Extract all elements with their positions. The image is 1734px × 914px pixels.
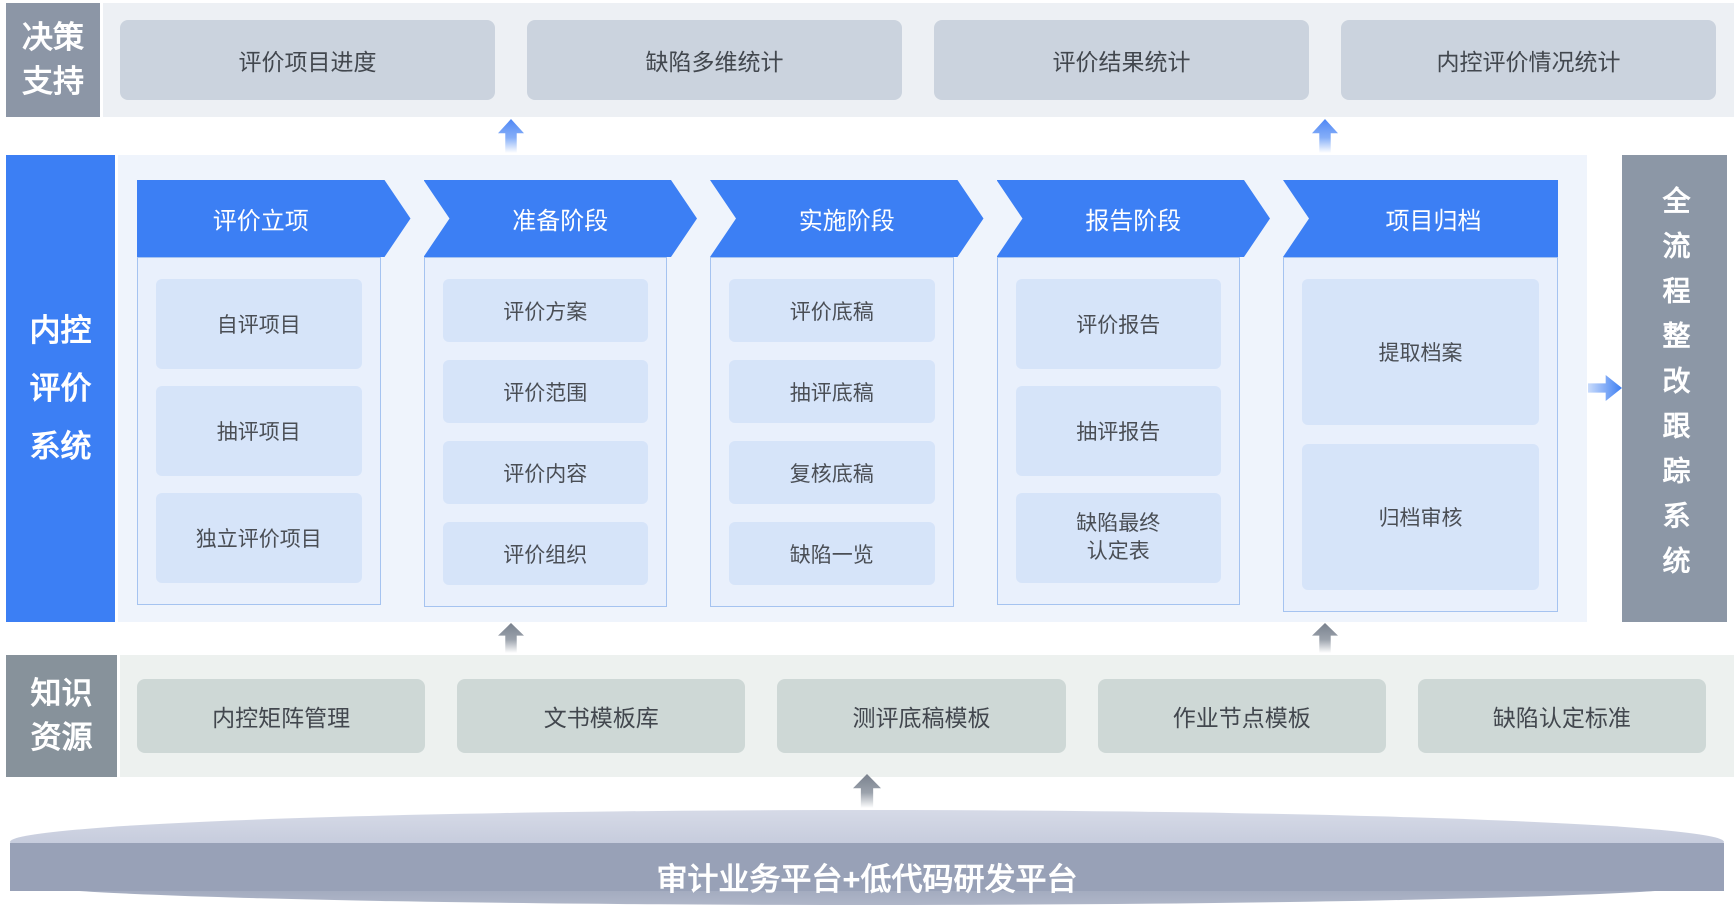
process-flow-panel: 评价立项 自评项目抽评项目独立评价项目 准备阶段 评价方案评价范围评价内容评价组… bbox=[118, 155, 1587, 622]
stage-item-box: 抽评底稿 bbox=[729, 360, 935, 423]
up-arrow-blue-icon bbox=[498, 119, 524, 153]
up-arrow-gray-icon bbox=[853, 774, 881, 808]
up-arrow-blue-icon bbox=[1312, 119, 1338, 153]
decision-support-box: 内控评价情况统计 bbox=[1341, 20, 1716, 100]
decision-support-label: 决策支持 bbox=[6, 3, 100, 117]
stage-column-preparation: 准备阶段 评价方案评价范围评价内容评价组织 bbox=[423, 180, 668, 607]
right-arrow-blue-icon bbox=[1588, 375, 1622, 401]
stage-item-box: 缺陷一览 bbox=[729, 522, 935, 585]
stage-item-box: 评价组织 bbox=[442, 522, 648, 585]
label-line: 缺陷最终 bbox=[1076, 512, 1161, 535]
stage-items: 提取档案归档审核 bbox=[1283, 257, 1558, 612]
stage-items: 评价方案评价范围评价内容评价组织 bbox=[423, 257, 667, 607]
stage-item-box: 抽评报告 bbox=[1015, 386, 1221, 476]
stage-item-box: 抽评项目 bbox=[156, 386, 362, 476]
platform-label: 审计业务平台+低代码研发平台 bbox=[656, 862, 1078, 897]
stage-item-box: 评价报告 bbox=[1015, 279, 1221, 369]
stage-items: 评价报告抽评报告缺陷最终认定表 bbox=[996, 257, 1240, 605]
stage-item-box: 评价底稿 bbox=[729, 279, 935, 342]
stage-item-box: 缺陷最终认定表 bbox=[1015, 493, 1221, 583]
stage-column-implementation: 实施阶段 评价底稿抽评底稿复核底稿缺陷一览 bbox=[710, 180, 954, 607]
knowledge-resources-label: 知识资源 bbox=[6, 655, 117, 777]
stage-header-archiving: 项目归档 bbox=[1283, 180, 1558, 257]
decision-support-band: 评价项目进度缺陷多维统计评价结果统计内控评价情况统计 bbox=[103, 3, 1734, 117]
stage-item-box: 评价范围 bbox=[442, 360, 648, 423]
stage-item-box: 复核底稿 bbox=[729, 441, 935, 504]
label-line: 资源 bbox=[30, 720, 93, 755]
knowledge-box: 作业节点模板 bbox=[1097, 679, 1386, 753]
knowledge-box: 内控矩阵管理 bbox=[137, 679, 426, 753]
decision-support-box: 评价项目进度 bbox=[120, 20, 495, 100]
stage-item-box: 自评项目 bbox=[156, 279, 362, 369]
label-line: 认定表 bbox=[1086, 540, 1150, 563]
up-arrow-gray-icon bbox=[1312, 623, 1338, 653]
label-line: 支持 bbox=[22, 64, 84, 99]
label-line: 知识 bbox=[30, 676, 93, 711]
knowledge-resources-band: 内控矩阵管理文书模板库测评底稿模板作业节点模板缺陷认定标准 bbox=[120, 655, 1734, 777]
decision-support-box: 评价结果统计 bbox=[934, 20, 1309, 100]
stage-items: 评价底稿抽评底稿复核底稿缺陷一览 bbox=[710, 257, 954, 607]
stage-item-box: 归档审核 bbox=[1302, 444, 1539, 590]
knowledge-box: 文书模板库 bbox=[457, 679, 746, 753]
label-line: 内控 bbox=[29, 312, 92, 348]
label-line: 系统 bbox=[29, 428, 92, 464]
label-line: 评价 bbox=[29, 370, 92, 406]
stage-item-box: 提取档案 bbox=[1302, 279, 1539, 425]
knowledge-box: 测评底稿模板 bbox=[777, 679, 1066, 753]
stage-items: 自评项目抽评项目独立评价项目 bbox=[137, 257, 381, 605]
stage-header-implementation: 实施阶段 bbox=[710, 180, 984, 257]
internal-control-system-label: 内控评价系统 bbox=[6, 155, 115, 622]
stage-item-box: 独立评价项目 bbox=[156, 493, 362, 583]
decision-support-box: 缺陷多维统计 bbox=[527, 20, 902, 100]
cylinder-body bbox=[10, 843, 1724, 891]
stage-column-reporting: 报告阶段 评价报告抽评报告缺陷最终认定表 bbox=[996, 180, 1241, 605]
rectification-tracking-panel: 全流程整改跟踪系统 bbox=[1622, 155, 1727, 622]
stage-columns: 评价立项 自评项目抽评项目独立评价项目 准备阶段 评价方案评价范围评价内容评价组… bbox=[137, 180, 1558, 612]
stage-column-initiation: 评价立项 自评项目抽评项目独立评价项目 bbox=[137, 180, 381, 605]
stage-header-reporting: 报告阶段 bbox=[997, 180, 1271, 257]
stage-header-preparation: 准备阶段 bbox=[424, 180, 698, 257]
stage-item-box: 评价方案 bbox=[442, 279, 648, 342]
stage-item-box: 评价内容 bbox=[442, 441, 648, 504]
platform-cylinder: 审计业务平台+低代码研发平台 bbox=[10, 810, 1724, 905]
stage-header-initiation: 评价立项 bbox=[137, 180, 411, 257]
knowledge-box: 缺陷认定标准 bbox=[1417, 679, 1707, 753]
label-line: 决策 bbox=[22, 20, 84, 55]
up-arrow-gray-icon bbox=[498, 623, 524, 653]
stage-column-archiving: 项目归档 提取档案归档审核 bbox=[1283, 180, 1558, 612]
rectification-tracking-label: 全流程整改跟踪系统 bbox=[1659, 186, 1691, 591]
